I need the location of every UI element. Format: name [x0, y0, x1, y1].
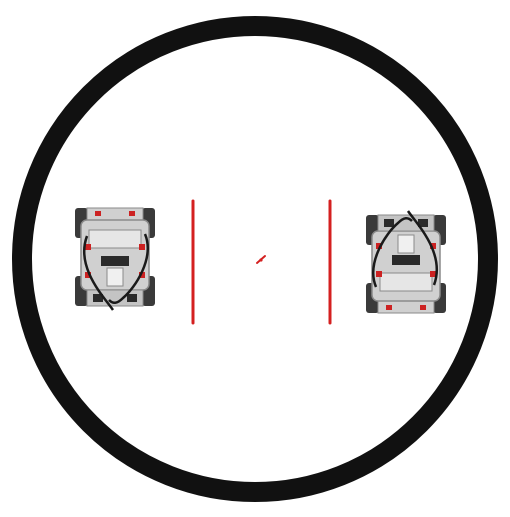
robot-right	[366, 211, 446, 313]
robot-left	[75, 208, 155, 310]
